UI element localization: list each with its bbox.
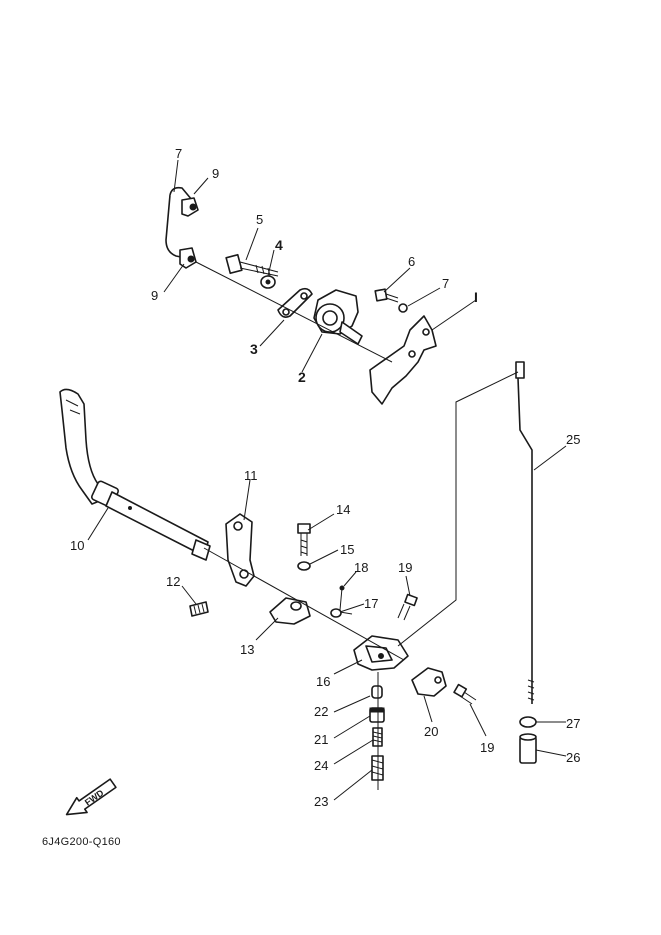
part-16-housing [353,635,409,671]
part-11-arm [225,513,255,587]
callout-11: 11 [244,468,258,483]
callout-17: 17 [364,596,378,611]
callout-9-lower: 9 [151,288,158,303]
callout-7: 7 [442,276,449,291]
part-17-clip [330,608,353,618]
part-26-sleeve [519,733,537,764]
part-21-sleeve [369,707,385,723]
part-1-bracket-plate [369,315,437,405]
callout-1: I [474,289,478,305]
callout-6: 6 [408,254,415,269]
callout-12: 12 [166,574,180,589]
part-15-washer [297,561,311,571]
part-8-wire-link [165,186,193,259]
callout-10: 10 [70,538,84,553]
part-4-collar [260,275,276,289]
part-19-bolt-lower [453,683,477,705]
leader-lines [87,159,567,801]
part-5-bolt [225,253,279,277]
part-14-bolt [297,523,311,556]
callout-5: 5 [256,212,263,227]
part-7-washer [398,303,408,313]
part-27-nut [519,716,537,728]
part-13-collar [269,597,311,625]
callout-4: 4 [275,237,283,253]
part-20-link [411,667,447,697]
callout-2: 2 [298,369,306,385]
part-6-bolt [374,288,399,303]
part-3-lever [277,287,313,318]
part-2-bracket [313,289,363,345]
callout-21: 21 [314,732,328,747]
callout-19-upper: 19 [398,560,412,575]
part-22-ball [371,685,383,699]
fwd-arrow-icon: FWD [65,778,117,816]
callout-9-upper: 9 [212,166,219,181]
callout-8: 7 [175,146,182,161]
part-10-shift-lever [59,388,211,561]
callouts: 7 9 9 5 4 3 2 6 7 I 10 11 12 13 14 15 18… [70,146,580,809]
callout-27: 27 [566,716,580,731]
callout-26: 26 [566,750,580,765]
callout-22: 22 [314,704,328,719]
callout-16: 16 [316,674,330,689]
callout-25: 25 [566,432,580,447]
part-12-bolt [189,601,209,617]
callout-23: 23 [314,794,328,809]
callout-20: 20 [424,724,438,739]
part-9-clip-lower [179,247,197,269]
callout-14: 14 [336,502,350,517]
part-19-bolt-upper [397,593,418,621]
part-9-clip-upper [181,197,199,217]
drawing-code: 6J4G200-Q160 [42,836,121,848]
callout-19-lower: 19 [480,740,494,755]
callout-15: 15 [340,542,354,557]
part-18-pin [339,585,345,611]
callout-13: 13 [240,642,254,657]
callout-24: 24 [314,758,328,773]
callout-3: 3 [250,341,258,357]
callout-18: 18 [354,560,368,575]
part-25-rod [397,361,535,704]
